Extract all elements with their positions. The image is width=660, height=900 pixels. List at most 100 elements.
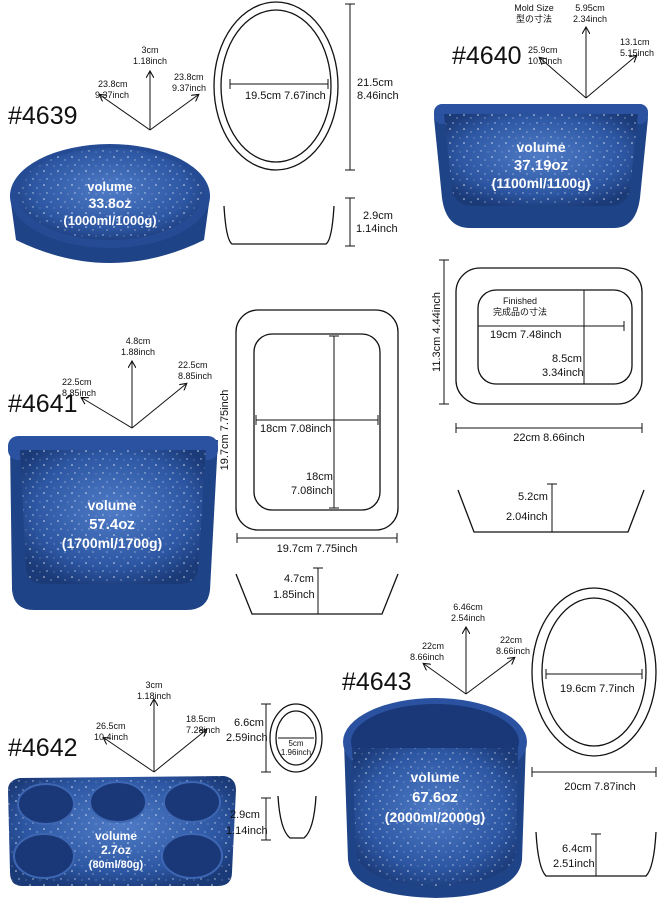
depth-in-4641: 1.85inch (273, 589, 315, 601)
left-cm-4643: 22cm (422, 641, 444, 651)
height-in-4639: 1.18inch (133, 56, 167, 66)
axis-arrows-4642 (104, 700, 206, 773)
round-cake-pan-image (10, 144, 210, 263)
left-in-4642: 10.4inch (94, 732, 128, 742)
axis-arrows-4639 (100, 72, 198, 131)
depth-in-4640: 2.04inch (506, 511, 548, 523)
depth-cm-4640: 5.2cm (518, 491, 548, 503)
volume-label-4641: volume (87, 497, 136, 513)
volume-oz-4639: 33.8oz (89, 195, 132, 211)
cup-inner-cm-4642: 5cm (288, 739, 303, 748)
side-view-4639 (223, 197, 355, 247)
height-cm-4642: 3cm (145, 680, 162, 690)
left-cm-4640: 25.9cm (528, 45, 558, 55)
right-cm-4640: 13.1cm (620, 37, 650, 47)
outer-cm-4639: 21.5cm (357, 77, 393, 89)
volume-oz-4643: 67.6oz (412, 789, 458, 806)
product-4640: #4640 Mold Size 型の寸法 5.95cm 2.34inch 25.… (431, 3, 654, 533)
depth-in-4642: 1.14inch (226, 825, 268, 837)
outer-side-4640: 11.3cm 4.44inch (431, 292, 443, 372)
mold-size-en: Mold Size (514, 3, 554, 13)
top-view-4639 (213, 1, 355, 171)
product-4639: #4639 3cm 1.18inch 23.8cm 9.37inch 23.8c… (8, 1, 399, 263)
outer-width-4640: 22cm 8.66inch (513, 432, 585, 444)
product-4643: #4643 6.46cm 2.54inch 22cm 8.66inch 22cm… (342, 587, 657, 898)
side-view-4642 (261, 795, 317, 841)
inner-h-cm-4641: 18cm (306, 471, 333, 483)
right-in-4643: 8.66inch (496, 646, 530, 656)
left-cm-4639: 23.8cm (98, 79, 128, 89)
depth-in-4643: 2.51inch (553, 858, 595, 870)
height-in-4642: 1.18inch (137, 691, 171, 701)
right-cm-4639: 23.8cm (174, 72, 204, 82)
inner-width-4643: 19.6cm 7.7inch (560, 683, 635, 695)
side-view-4641 (235, 567, 399, 615)
product-code-4639: #4639 (8, 102, 78, 130)
inner-h-in-4641: 7.08inch (291, 485, 333, 497)
finished-jp: 完成品の寸法 (493, 306, 547, 317)
height-in-4643: 2.54inch (451, 613, 485, 623)
product-code-4643: #4643 (342, 668, 412, 696)
right-cm-4643: 22cm (500, 635, 522, 645)
product-code-4641: #4641 (8, 390, 78, 418)
volume-ml-4642: (80ml/80g) (89, 859, 144, 871)
finished-en: Finished (503, 296, 537, 306)
top-view-4641 (235, 309, 399, 543)
top-view-4643 (531, 587, 657, 777)
right-cm-4641: 22.5cm (178, 360, 208, 370)
height-cm-4640: 5.95cm (575, 3, 605, 13)
product-4642: #4642 3cm 1.18inch 26.5cm 10.4inch 18.5c… (8, 680, 323, 886)
volume-label-4639: volume (87, 179, 133, 194)
product-4641: #4641 4.8cm 1.88inch 22.5cm 8.85inch 22.… (8, 309, 399, 615)
product-code-4642: #4642 (8, 734, 78, 762)
volume-ml-4639: (1000ml/1000g) (63, 213, 156, 228)
axis-arrows-4641 (82, 362, 186, 429)
left-in-4643: 8.66inch (410, 652, 444, 662)
outer-side-4641: 19.7cm 7.75inch (219, 390, 231, 471)
volume-oz-4640: 37.19oz (514, 157, 568, 174)
inner-h-in-4640: 3.34inch (542, 367, 584, 379)
side-view-4640 (457, 483, 645, 533)
axis-arrows-4640 (540, 28, 636, 99)
loaf-pan-image (434, 104, 648, 228)
depth-cm-4642: 2.9cm (230, 809, 260, 821)
outer-in-4639: 8.46inch (357, 90, 399, 102)
inner-h-cm-4640: 8.5cm (552, 353, 582, 365)
cup-outer-in-4642: 2.59inch (226, 732, 268, 744)
right-in-4640: 5.15inch (620, 48, 654, 58)
deep-round-pan-image (343, 698, 527, 898)
left-cm-4642: 26.5cm (96, 721, 126, 731)
volume-oz-4642: 2.7oz (101, 843, 131, 857)
volume-oz-4641: 57.4oz (89, 516, 135, 533)
depth-cm-4641: 4.7cm (284, 573, 314, 585)
product-code-4640: #4640 (452, 42, 522, 70)
left-in-4640: 10.1inch (528, 56, 562, 66)
left-in-4641: 8.85inch (62, 388, 96, 398)
mold-size-jp: 型の寸法 (516, 13, 552, 24)
volume-ml-4641: (1700ml/1700g) (62, 535, 162, 551)
right-in-4639: 9.37inch (172, 83, 206, 93)
outer-width-4641: 19.7cm 7.75inch (277, 543, 358, 555)
top-view-4640 (439, 259, 643, 433)
right-cm-4642: 18.5cm (186, 714, 216, 724)
volume-label-4640: volume (516, 139, 565, 155)
axis-arrows-4643 (424, 628, 514, 695)
height-cm-4641: 4.8cm (126, 336, 151, 346)
right-in-4642: 7.28inch (186, 725, 220, 735)
volume-ml-4643: (2000ml/2000g) (385, 809, 485, 825)
muffin-pan-image (8, 776, 236, 886)
left-cm-4641: 22.5cm (62, 377, 92, 387)
height-in-4640: 2.34inch (573, 14, 607, 24)
left-in-4639: 9.37inch (95, 90, 129, 100)
square-pan-image (8, 436, 218, 610)
inner-width-4640: 19cm 7.48inch (490, 329, 562, 341)
cup-outer-cm-4642: 6.6cm (234, 717, 264, 729)
inner-width-4639: 19.5cm 7.67inch (245, 90, 326, 102)
right-in-4641: 8.85inch (178, 371, 212, 381)
top-view-4642 (261, 703, 323, 773)
volume-label-4642: volume (95, 829, 137, 843)
side-view-4643 (535, 831, 657, 877)
depth-in-4639: 1.14inch (356, 223, 398, 235)
depth-cm-4639: 2.9cm (363, 210, 393, 222)
